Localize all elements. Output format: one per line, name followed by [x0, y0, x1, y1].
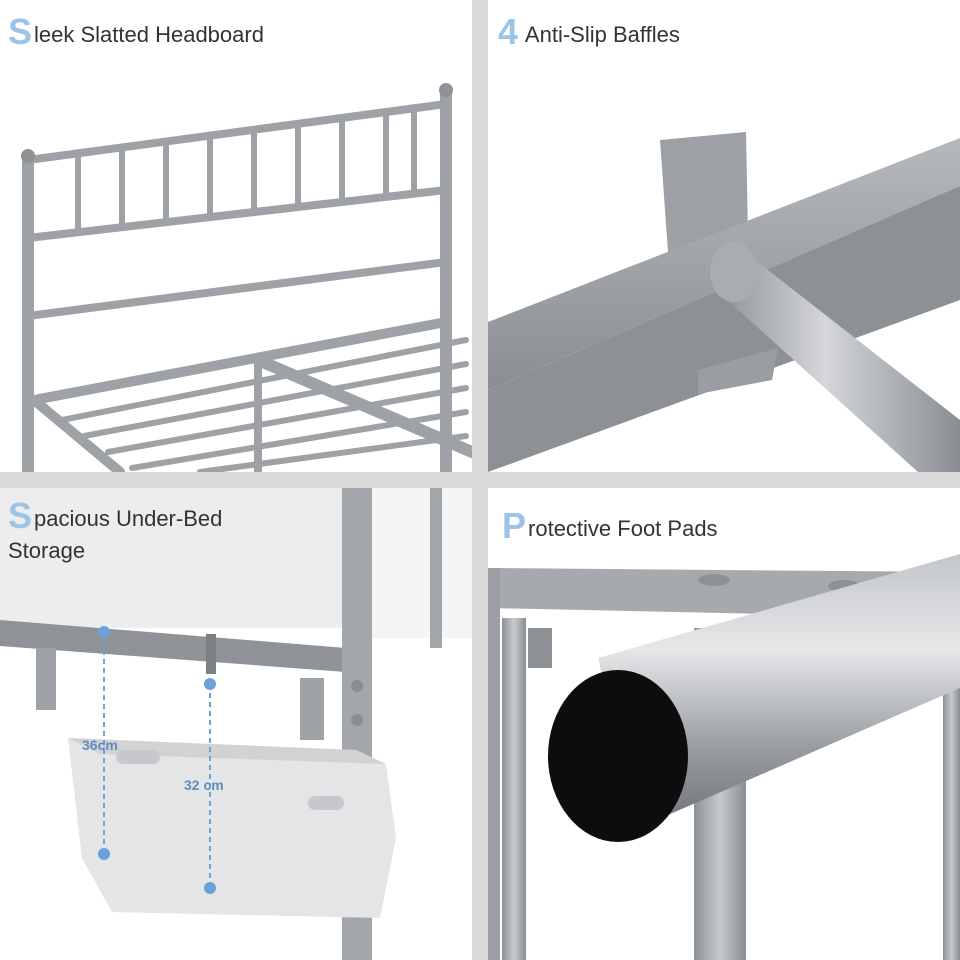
panel-baffles: 4 Anti-Slip Baffles — [488, 0, 960, 472]
foot-pad-illustration — [488, 488, 960, 960]
caption-text: pacious Under-Bed — [34, 506, 223, 531]
caption-text: rotective Foot Pads — [528, 516, 718, 541]
caption-lead-letter: S — [8, 495, 33, 536]
caption-text: Anti-Slip Baffles — [520, 22, 680, 47]
caption-lead-letter: S — [8, 11, 33, 52]
caption-text-line2: Storage — [8, 538, 86, 563]
storage-illustration: 36cm 32 cm — [0, 488, 472, 960]
clearance-height-label: 32 cm — [184, 777, 224, 793]
caption-lead-letter: P — [502, 505, 527, 546]
caption-text: leek Slatted Headboard — [34, 22, 264, 47]
panel-caption: Spacious Under-Bed Storage — [8, 498, 308, 567]
panel-caption: Sleek Slatted Headboard — [8, 14, 264, 51]
panel-headboard: Sleek Slatted Headboard — [0, 0, 472, 472]
baffle-illustration — [488, 0, 960, 472]
caption-lead-letter: 4 — [498, 11, 519, 52]
panel-storage: Spacious Under-Bed Storage — [0, 488, 472, 960]
panel-foot-pads: Protective Foot Pads — [488, 488, 960, 960]
headboard-illustration — [0, 0, 472, 472]
panel-caption: Protective Foot Pads — [502, 508, 718, 545]
basket-height-label: 36cm — [82, 737, 118, 753]
panel-caption: 4 Anti-Slip Baffles — [498, 14, 680, 51]
